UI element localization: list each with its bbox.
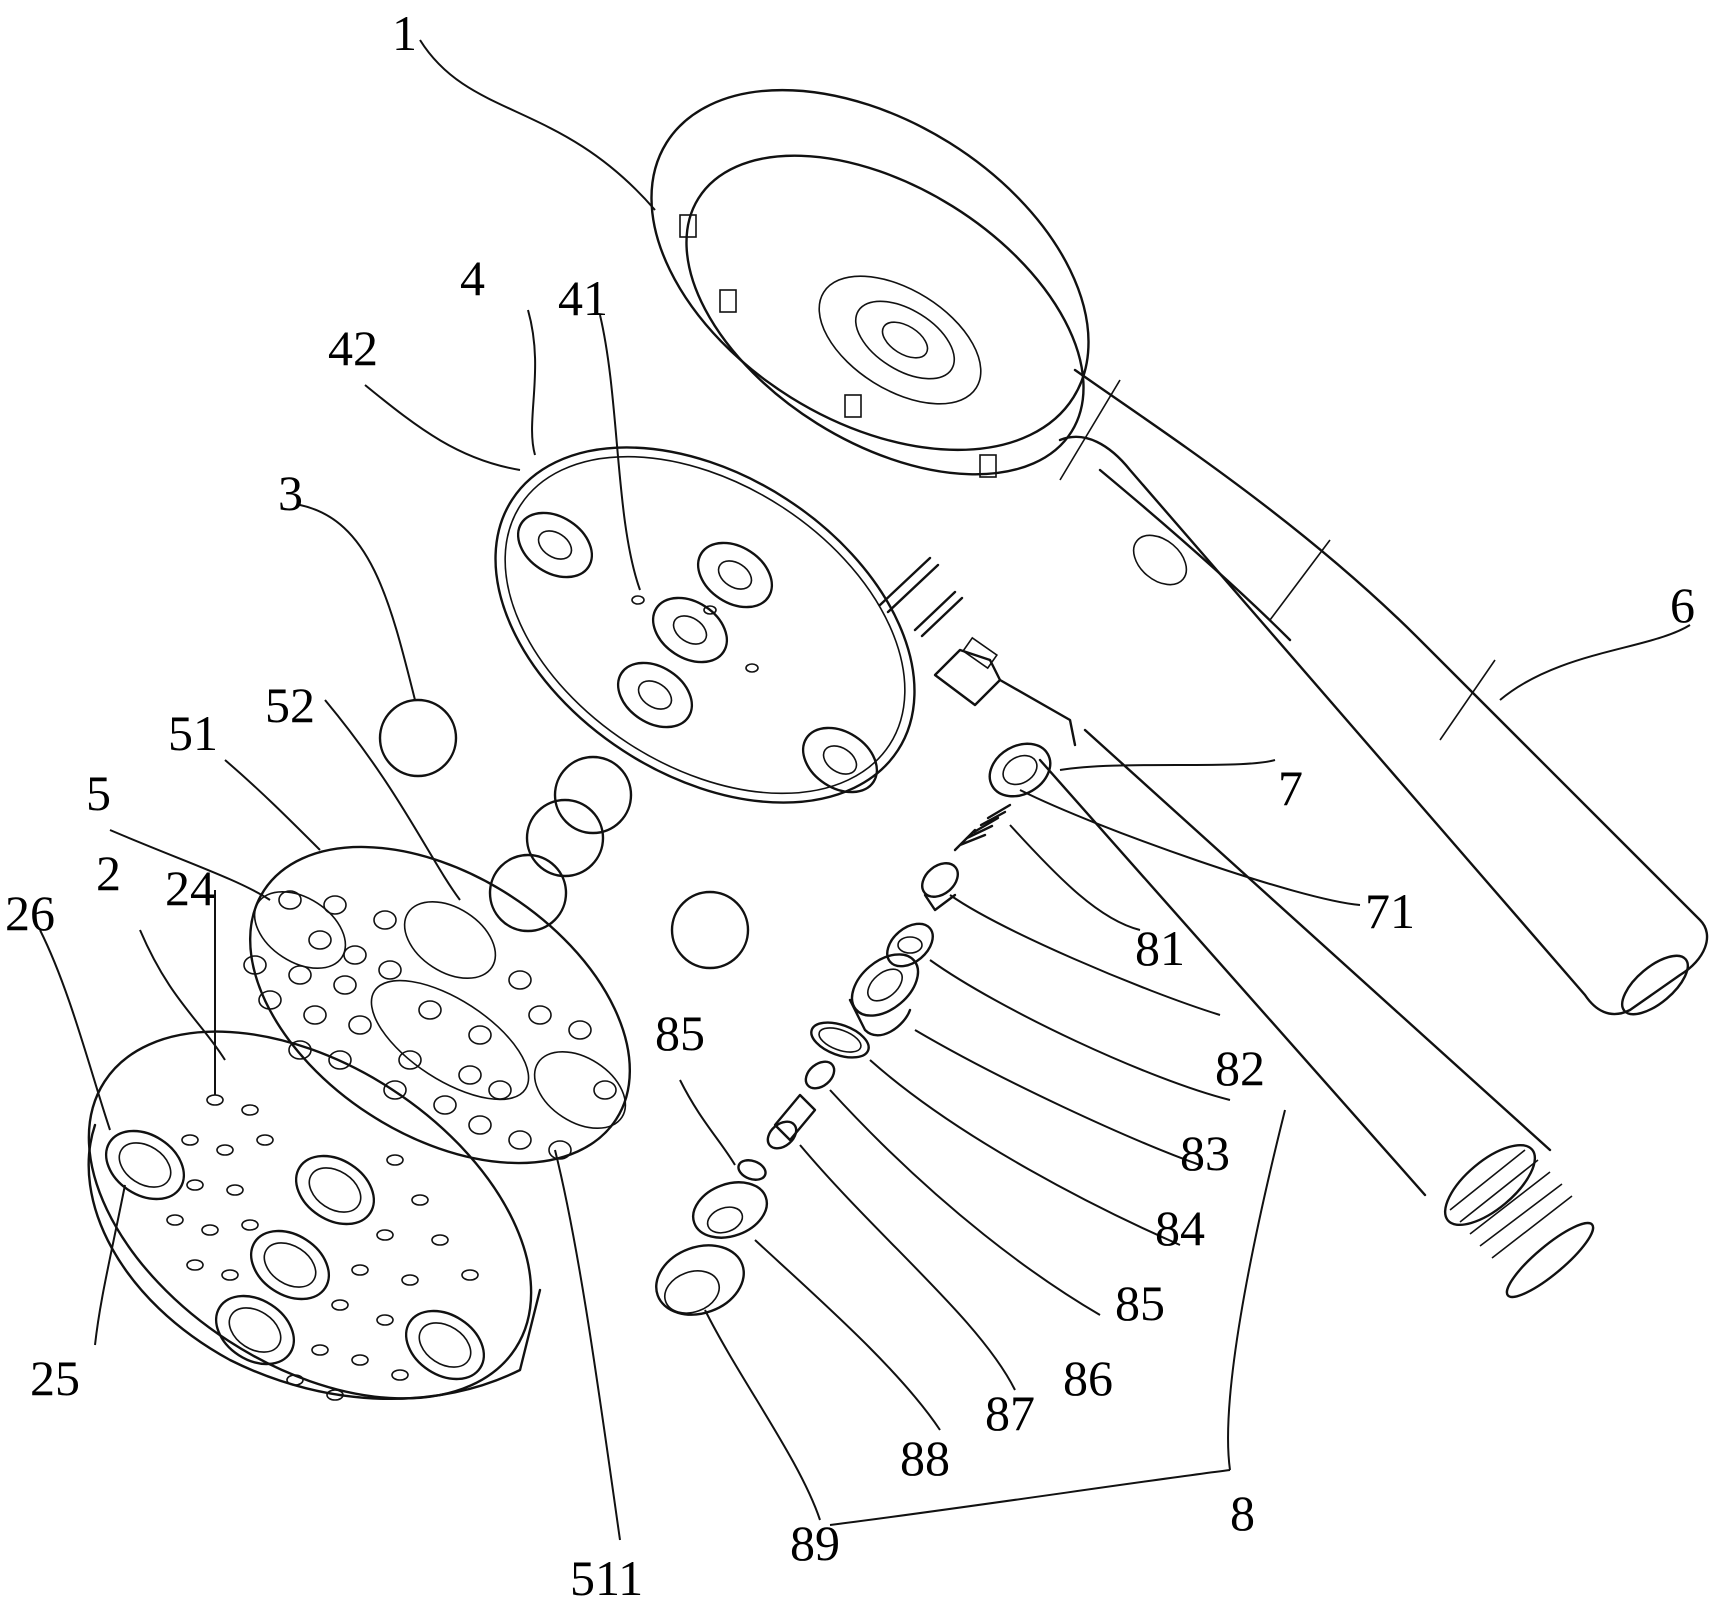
label-2: 2 xyxy=(96,845,121,901)
connector-pipe xyxy=(933,636,1595,1299)
label-8: 8 xyxy=(1230,1485,1255,1541)
part-83 xyxy=(886,922,934,968)
seal-85-lower xyxy=(737,1159,767,1181)
label-71: 71 xyxy=(1365,883,1415,939)
label-86: 86 xyxy=(1063,1350,1113,1406)
inner-disc-4 xyxy=(494,446,916,804)
label-84: 84 xyxy=(1155,1200,1205,1256)
label-24: 24 xyxy=(165,860,215,916)
label-89: 89 xyxy=(790,1515,840,1571)
label-1: 1 xyxy=(392,5,417,61)
part-82 xyxy=(921,862,959,912)
face-plate-2 xyxy=(87,1030,542,1401)
label-81: 81 xyxy=(1135,920,1185,976)
reference-numerals: 1 4 41 42 3 6 51 52 5 7 26 2 24 71 81 85… xyxy=(5,5,1695,1602)
label-511: 511 xyxy=(570,1550,643,1602)
part-87 xyxy=(766,1093,817,1150)
cap-89 xyxy=(655,1244,745,1316)
part-88 xyxy=(692,1181,768,1239)
seal-85-upper xyxy=(810,1021,870,1059)
label-82: 82 xyxy=(1215,1040,1265,1096)
label-4: 4 xyxy=(460,250,485,306)
label-7: 7 xyxy=(1278,760,1303,816)
nozzle-pins xyxy=(243,890,617,1160)
nozzle-plate-5 xyxy=(243,845,632,1165)
seal-rings-upper xyxy=(878,556,964,638)
label-3: 3 xyxy=(278,465,303,521)
label-6: 6 xyxy=(1670,577,1695,633)
part-84 xyxy=(848,953,920,1037)
balls-3 xyxy=(378,698,750,970)
valve-assembly-8 xyxy=(655,803,1012,1316)
spray-holes xyxy=(166,1094,479,1401)
label-41: 41 xyxy=(558,270,608,326)
label-85b: 85 xyxy=(1115,1275,1165,1331)
part-86 xyxy=(804,1060,836,1090)
label-83: 83 xyxy=(1180,1125,1230,1181)
shower-head-housing xyxy=(650,88,1709,1016)
label-26: 26 xyxy=(5,885,55,941)
label-42: 42 xyxy=(328,320,378,376)
leader-lines xyxy=(39,39,1691,1541)
label-88: 88 xyxy=(900,1430,950,1486)
label-87: 87 xyxy=(985,1385,1035,1441)
label-5: 5 xyxy=(86,765,111,821)
spring-81 xyxy=(953,803,1012,852)
label-51: 51 xyxy=(168,705,218,761)
label-52: 52 xyxy=(265,677,315,733)
label-25: 25 xyxy=(30,1350,80,1406)
label-85a: 85 xyxy=(655,1005,705,1061)
